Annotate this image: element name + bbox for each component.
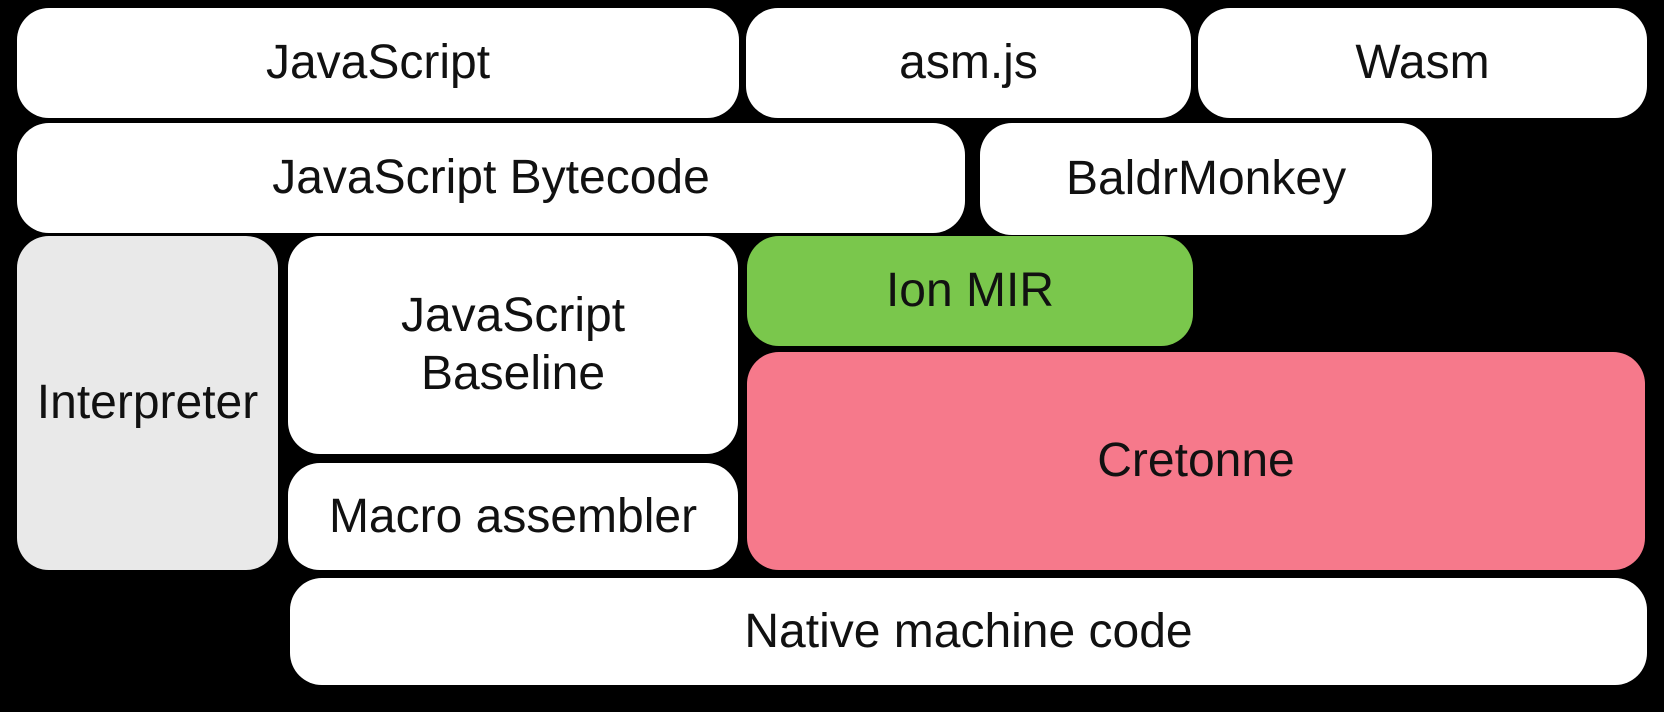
node-interpreter-label: Interpreter [36, 376, 259, 430]
node-asmjs-label: asm.js [899, 36, 1038, 90]
node-javascript-label: JavaScript [265, 36, 491, 90]
node-javascript-baseline-label-line1: JavaScript [400, 289, 626, 343]
node-ion-mir: Ion MIR [747, 236, 1193, 346]
node-macro-assembler-label: Macro assembler [328, 489, 698, 543]
node-wasm-label: Wasm [1355, 36, 1490, 90]
node-native-machine-code: Native machine code [290, 578, 1647, 685]
node-javascript: JavaScript [17, 8, 739, 118]
node-cretonne-label: Cretonne [1097, 434, 1295, 488]
node-baldrmonkey: BaldrMonkey [980, 123, 1432, 235]
node-javascript-bytecode: JavaScript Bytecode [17, 123, 965, 233]
node-ion-mir-label: Ion MIR [885, 264, 1055, 318]
node-javascript-bytecode-label: JavaScript Bytecode [272, 151, 710, 205]
node-interpreter: Interpreter [17, 236, 278, 570]
node-javascript-baseline-label-line2: Baseline [420, 347, 606, 400]
node-baldrmonkey-label: BaldrMonkey [1065, 152, 1347, 206]
node-javascript-baseline: JavaScript Baseline [288, 236, 738, 454]
node-cretonne: Cretonne [747, 352, 1645, 570]
node-asmjs: asm.js [746, 8, 1191, 118]
node-macro-assembler: Macro assembler [288, 463, 738, 570]
node-native-machine-code-label: Native machine code [744, 604, 1193, 658]
node-wasm: Wasm [1198, 8, 1647, 118]
